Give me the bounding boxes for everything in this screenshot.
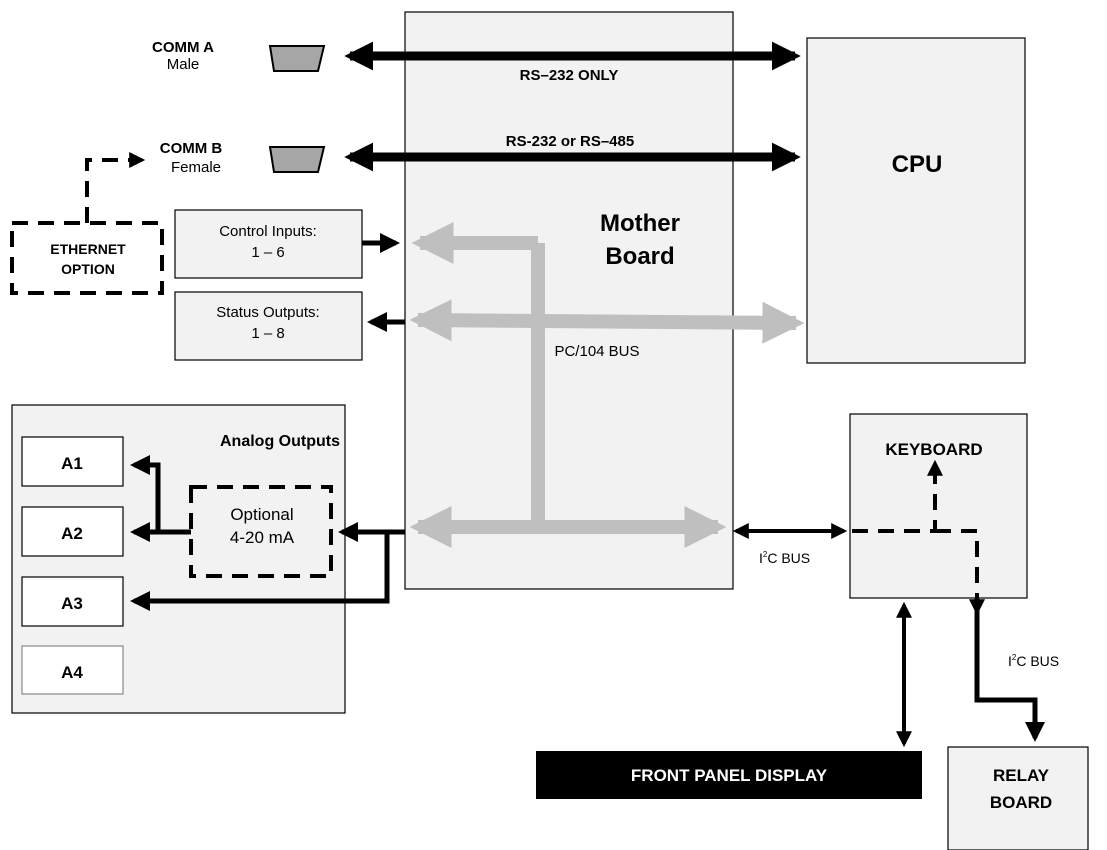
i2c-bus-label-2: I2C BUS	[1008, 653, 1059, 669]
output-a2-label: A2	[61, 524, 83, 543]
relay-i2c-link	[974, 598, 1045, 742]
pc104-bus-label: PC/104 BUS	[554, 343, 639, 360]
comm-b-sub: Female	[171, 159, 221, 176]
comm-b-connector-icon	[268, 146, 326, 173]
optional-label-line2: 4-20 mA	[230, 528, 295, 547]
motherboard-box	[404, 11, 734, 590]
comm-a-title: COMM A	[152, 39, 214, 56]
pc104-bus-to-cpu	[409, 299, 805, 344]
motherboard-label-line1: Mother	[600, 210, 680, 237]
status-outputs-line1: Status Outputs:	[216, 304, 319, 321]
rs232-485-label: RS-232 or RS–485	[506, 133, 634, 150]
keyboard-to-relay-dashed	[935, 529, 985, 616]
output-a2-box	[21, 506, 124, 557]
i2c-bus-label-1: I2C BUS	[759, 550, 810, 566]
output-a3-label: A3	[61, 594, 83, 613]
status-outputs-line2: 1 – 8	[251, 325, 284, 342]
comm-b-title: COMM B	[160, 140, 223, 157]
optional-4-20ma-box	[189, 485, 333, 578]
keyboard-box	[849, 413, 1028, 599]
optional-to-a1-arrow	[130, 455, 191, 535]
output-a1-box	[21, 436, 124, 487]
analog-link-mb-to-a3	[130, 532, 390, 611]
rs232-only-label: RS–232 ONLY	[520, 67, 619, 84]
ethernet-to-comm-b-arrow	[85, 152, 146, 223]
control-inputs-box	[174, 209, 363, 279]
output-a3-box	[21, 576, 124, 627]
output-a1-label: A1	[61, 454, 83, 473]
comm-a-connector-icon	[268, 45, 326, 72]
ethernet-label-line2: OPTION	[61, 261, 115, 277]
keyboard-label: KEYBOARD	[885, 440, 982, 459]
relay-board-line2: BOARD	[990, 793, 1052, 812]
cpu-label: CPU	[892, 151, 943, 178]
analog-outputs-title: Analog Outputs	[220, 433, 340, 450]
control-inputs-line2: 1 – 6	[251, 244, 284, 261]
optional-label-line1: Optional	[230, 505, 293, 524]
motherboard-label-line2: Board	[605, 243, 674, 270]
relay-board-line1: RELAY	[993, 766, 1050, 785]
output-a4-label: A4	[61, 663, 83, 682]
ethernet-option-box	[10, 221, 164, 295]
control-inputs-line1: Control Inputs:	[219, 223, 317, 240]
comm-a-sub: Male	[167, 56, 200, 73]
relay-board-box	[947, 746, 1089, 850]
front-panel-box	[536, 751, 922, 799]
cpu-box	[806, 37, 1026, 364]
status-outputs-box	[174, 291, 363, 361]
ethernet-label-line1: ETHERNET	[50, 241, 126, 257]
front-panel-label: FRONT PANEL DISPLAY	[631, 766, 828, 785]
output-a4-box	[21, 645, 124, 695]
